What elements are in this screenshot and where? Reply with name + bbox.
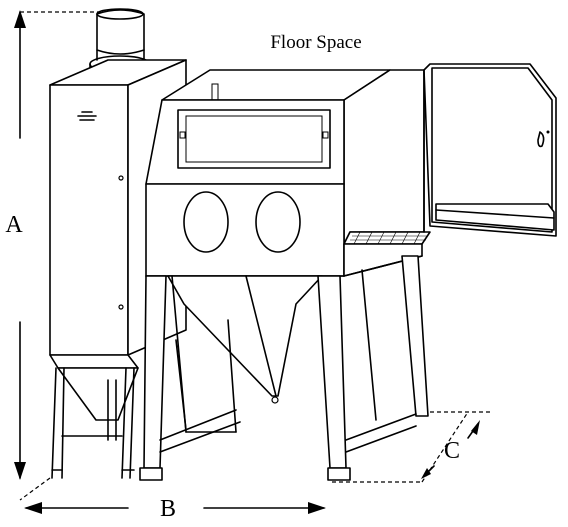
dimension-b: B (19, 477, 326, 522)
dimension-a-label: A (5, 212, 23, 238)
dimension-c: C (332, 411, 490, 483)
diagram-title: Floor Space (270, 32, 361, 53)
dimension-b-label: B (160, 496, 176, 522)
blast-cabinet (139, 69, 431, 481)
dimension-a: A (5, 10, 110, 480)
dimension-c-label: C (444, 438, 460, 464)
cabinet-door (423, 63, 557, 237)
